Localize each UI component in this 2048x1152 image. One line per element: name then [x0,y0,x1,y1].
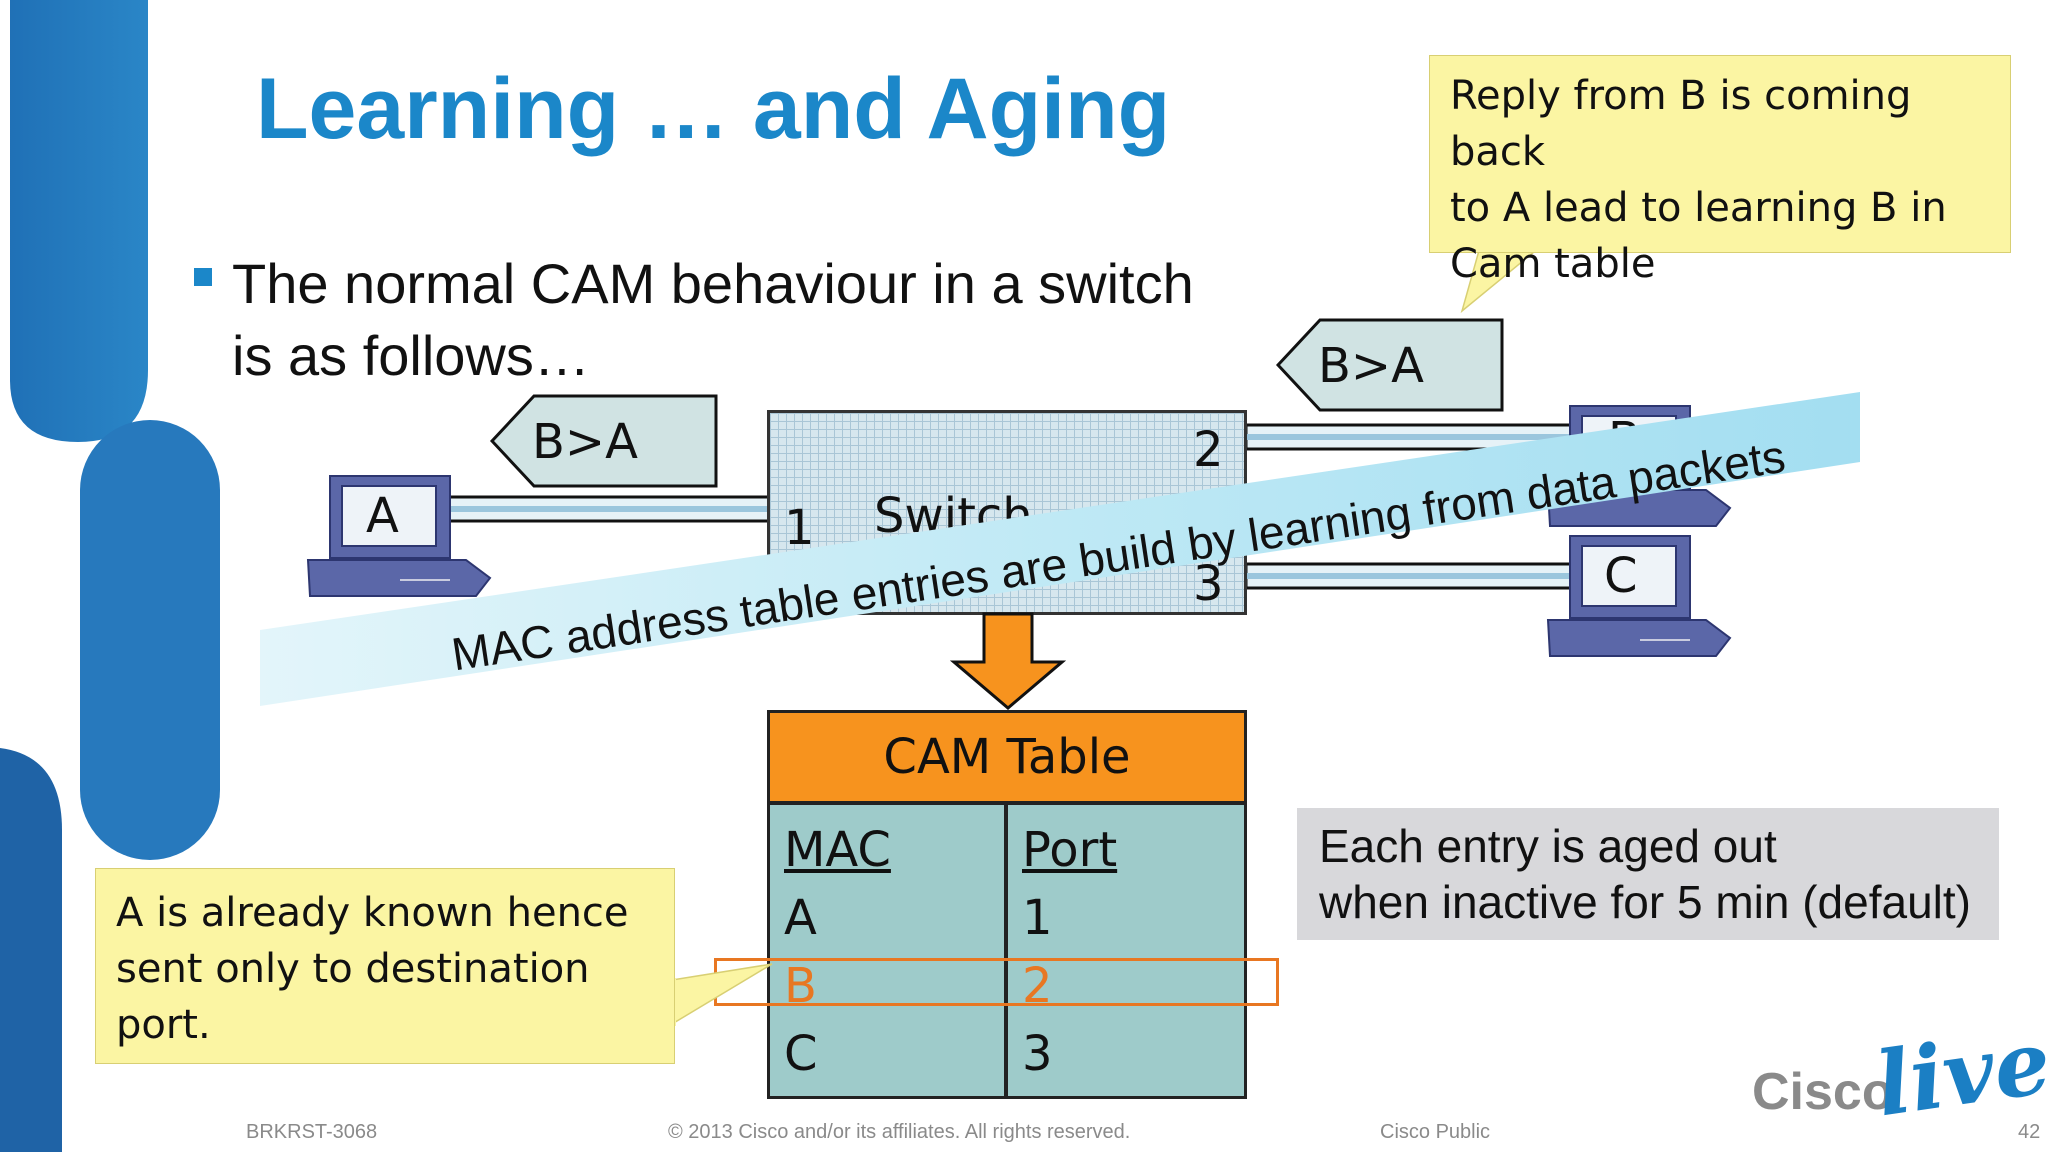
bullet-marker [194,268,212,286]
frame-left-label: B>A [532,414,638,470]
host-c-label: C [1604,548,1638,604]
aging-note: Each entry is aged out when inactive for… [1297,808,1999,940]
callout-reply-learning: Reply from B is coming back to A lead to… [1429,55,2011,287]
footer-classification: Cisco Public [1380,1121,1491,1143]
port-1-label: 1 [784,500,815,556]
frame-flag-left [490,394,718,488]
slide-title: Learning … and Aging [256,61,1171,157]
callout-left-line-2: sent only to destination [116,946,590,992]
computer-a-icon [306,475,492,597]
cam-row-highlight [714,958,1279,1006]
footer-page-number: 42 [2018,1121,2041,1143]
aging-line-2: when inactive for 5 min (default) [1319,876,1971,928]
frame-flag-right [1276,318,1504,412]
bullet-line-1: The normal CAM behaviour in a switch [232,252,1194,315]
callout-top-line-2: to A lead to learning B in [1450,185,1947,231]
footer-session: BRKRST-3068 [246,1121,378,1143]
decorative-side-shapes [0,0,220,1152]
cam-header-mac: MAC [784,822,891,878]
cam-header-port: Port [1022,822,1118,878]
cam-table-title: CAM Table [767,710,1247,804]
host-a-label: A [366,488,399,544]
frame-right-label: B>A [1318,338,1424,394]
callout-left-pointer [672,963,773,1026]
callout-left-line-3: port. [116,1002,211,1048]
computer-c-icon [1546,535,1732,657]
callout-left-line-1: A is already known hence [116,890,629,936]
bullet-line-2: is as follows… [232,324,590,387]
cam-row-c-port: 3 [1022,1026,1053,1082]
cisco-logo-text: Cisco [1752,1063,1894,1121]
callout-top-line-1: Reply from B is coming back [1450,73,1912,175]
port-2-label: 2 [1193,422,1224,478]
cam-table-divider [1004,802,1008,1099]
port-3-label: 3 [1193,556,1224,612]
cam-row-c-mac: C [784,1026,818,1082]
callout-top-line-3: Cam table [1450,241,1656,287]
callout-already-known: A is already known hence sent only to de… [95,868,675,1064]
bullet-text: The normal CAM behaviour in a switch is … [232,248,1194,392]
arrow-down-icon [950,612,1066,710]
footer-copyright: © 2013 Cisco and/or its affiliates. All … [668,1121,1131,1143]
cam-row-a-port: 1 [1022,890,1053,946]
cam-row-a-mac: A [784,890,817,946]
aging-line-1: Each entry is aged out [1319,820,1777,872]
